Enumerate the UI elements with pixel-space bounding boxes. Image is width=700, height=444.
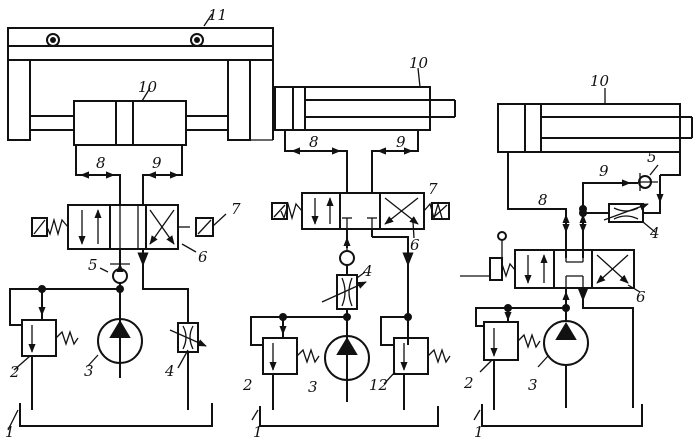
relief-valve (13, 285, 79, 410)
directional-valve (31, 204, 227, 250)
hydraulic-pump-c (537, 320, 589, 408)
scheme-a (7, 27, 274, 431)
directional-valve-c (460, 231, 635, 289)
label-relief-valve-b: 2 (242, 376, 253, 394)
label-solenoid-b: 7 (428, 180, 438, 198)
pressure-lines (75, 145, 183, 205)
label-pump-b: 3 (308, 378, 318, 396)
scheme-b (250, 67, 456, 427)
directional-valve-b (271, 192, 450, 230)
label-pump-c: 3 (528, 376, 538, 394)
throttle-c (579, 203, 649, 223)
label-pump: 3 (84, 362, 94, 380)
check-valve-c (638, 173, 664, 214)
pressure-lines-b (284, 130, 419, 193)
tank-c (473, 404, 643, 427)
label-solenoid: 7 (231, 200, 241, 218)
label-check-valve-c: 5 (647, 148, 657, 166)
label-distributor-b: 6 (410, 236, 420, 254)
supply-and-return-b (250, 229, 414, 402)
label-relief-valve: 2 (9, 363, 20, 381)
label-line-b-b: 9 (396, 133, 406, 151)
supply-and-return-c (475, 287, 634, 408)
relief-valve-b (262, 313, 320, 410)
relief-valve-c (479, 304, 541, 410)
pressure-lines-c (507, 152, 681, 258)
label-relief-valve-c: 2 (463, 374, 474, 392)
label-line-b-c: 9 (599, 162, 609, 180)
label-throttle-c: 4 (649, 224, 660, 242)
hydraulic-pump-b (324, 335, 370, 381)
label-tank-b: 1 (253, 423, 263, 441)
component-labels: 11 10 8 9 7 6 5 2 3 4 1 10 8 9 7 6 4 2 3… (5, 6, 660, 441)
label-line-a: 8 (96, 154, 106, 172)
label-line-a-b: 8 (309, 133, 319, 151)
label-distributor: 6 (198, 248, 208, 266)
label-cylinder: 10 (138, 78, 158, 96)
tank (7, 403, 213, 431)
cylinder-c (497, 88, 693, 153)
scheme-c (460, 88, 693, 427)
throttle (169, 322, 207, 369)
label-back-pressure-valve: 12 (369, 376, 388, 394)
supply-and-return (9, 249, 189, 410)
label-throttle-b: 4 (362, 262, 373, 280)
label-throttle: 4 (164, 362, 175, 380)
label-cylinder-c: 10 (590, 72, 610, 90)
label-cylinder-b: 10 (409, 54, 429, 72)
label-tank-c: 1 (474, 423, 484, 441)
hydraulic-pump (87, 318, 143, 367)
label-line-a-c: 8 (538, 191, 548, 209)
label-distributor-c: 6 (636, 288, 646, 306)
label-check-valve: 5 (88, 256, 98, 274)
back-pressure-valve (380, 313, 451, 410)
label-table: 11 (208, 6, 227, 24)
double-rod-cylinder (30, 100, 228, 146)
label-tank: 1 (5, 423, 15, 441)
tank-b (251, 406, 439, 427)
label-line-b: 9 (152, 154, 162, 172)
cylinder-b (274, 67, 456, 131)
machine-table (7, 27, 274, 141)
